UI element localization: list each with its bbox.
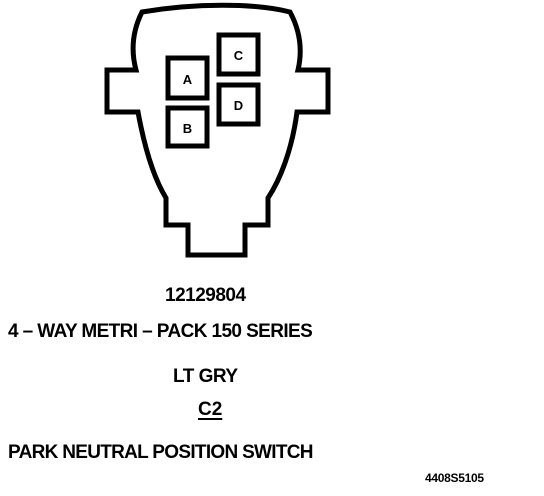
- terminal-b: B: [165, 105, 210, 149]
- part-number: 12129804: [165, 285, 246, 306]
- connector-color: LT GRY: [173, 366, 238, 387]
- connector-id: C2: [198, 399, 223, 420]
- connector-series: 4 – WAY METRI – PACK 150 SERIES: [8, 321, 313, 342]
- terminal-c: C: [216, 32, 261, 77]
- terminal-c-label: C: [234, 48, 244, 63]
- terminal-d-label: D: [234, 98, 243, 113]
- terminal-d: D: [216, 82, 261, 127]
- connector-housing-outline: [104, 2, 331, 258]
- terminal-b-label: B: [183, 121, 192, 136]
- connector-function: PARK NEUTRAL POSITION SWITCH: [8, 442, 314, 463]
- terminal-a-label: A: [183, 72, 193, 87]
- figure-id: 4408S5105: [425, 471, 484, 485]
- terminal-a: A: [165, 55, 210, 101]
